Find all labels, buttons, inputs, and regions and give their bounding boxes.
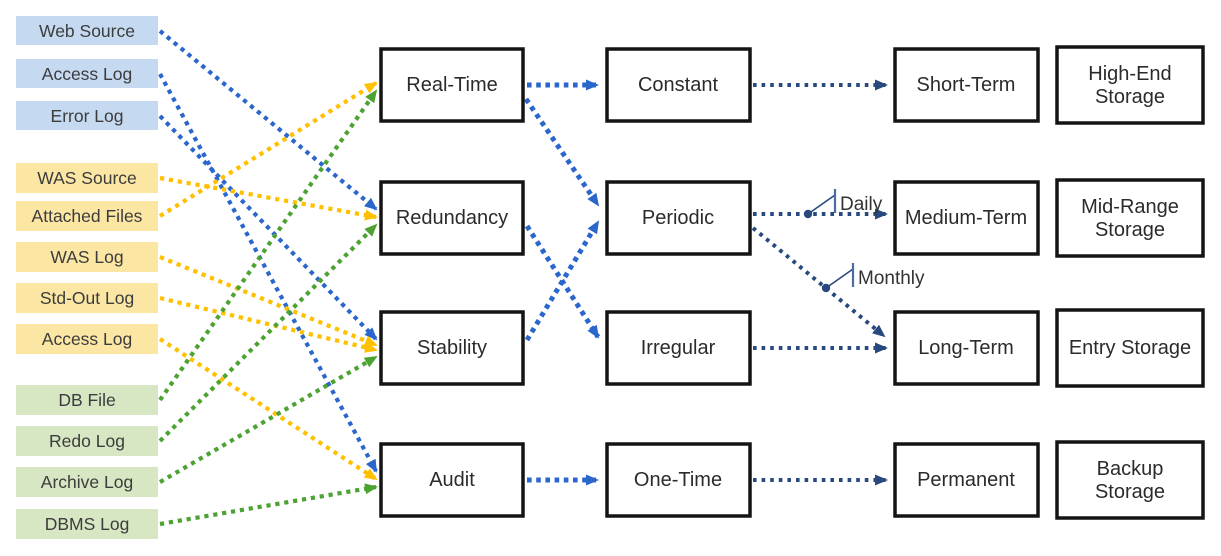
box-label-entry-storage: Entry Storage [1069, 337, 1191, 359]
frequency-boxes: Constant Periodic Irregular One-Time [605, 47, 752, 518]
edge-was-log-to-stability [159, 255, 378, 347]
box-redundancy [379, 180, 525, 256]
box-label-constant: Constant [638, 74, 718, 96]
source-chip [16, 509, 158, 539]
source-label-access-log-was: Access Log [42, 329, 132, 349]
box-irregular [605, 310, 752, 386]
source-chip [16, 426, 158, 456]
edge-was-source-to-redundancy [159, 175, 378, 221]
edge-std-out-log-to-stability [159, 295, 378, 353]
box-label-backup-storage-line2: Storage [1095, 481, 1165, 503]
edge-periodic-to-long-term [751, 226, 886, 338]
category-boxes: Real-Time Redundancy Stability Audit [379, 47, 525, 518]
daily-leader-line [807, 194, 836, 215]
box-one-time [605, 442, 752, 518]
box-constant [605, 47, 752, 123]
box-label-high-end-storage-line2: Storage [1095, 86, 1165, 108]
box-label-backup-storage-line1: Backup [1097, 458, 1164, 480]
category-to-frequency-edges [523, 79, 601, 486]
source-label-access-log-web: Access Log [42, 64, 132, 84]
box-label-permanent: Permanent [917, 469, 1015, 491]
box-label-long-term: Long-Term [918, 337, 1014, 359]
box-label-irregular: Irregular [641, 337, 716, 359]
box-label-stability: Stability [417, 337, 487, 359]
box-label-redundancy: Redundancy [396, 207, 508, 229]
source-chip [16, 467, 158, 497]
box-label-mid-range-storage-line1: Mid-Range [1081, 196, 1179, 218]
box-medium-term [893, 180, 1040, 256]
box-short-term [893, 47, 1040, 123]
box-entry-storage [1055, 308, 1205, 388]
source-chip [16, 163, 158, 193]
source-label-db-file: DB File [58, 390, 115, 410]
box-label-mid-range-storage-line2: Storage [1095, 219, 1165, 241]
source-group-was: WAS Source Attached Files WAS Log Std-Ou… [16, 163, 158, 354]
source-label-dbms-log: DBMS Log [45, 514, 130, 534]
edge-redo-log-to-redundancy [158, 223, 378, 443]
source-chip [16, 59, 158, 88]
source-label-error-log: Error Log [51, 106, 124, 126]
box-permanent [893, 442, 1040, 518]
box-label-one-time: One-Time [634, 469, 722, 491]
source-label-was-source: WAS Source [37, 168, 137, 188]
source-chip [16, 385, 158, 415]
source-chip [16, 324, 158, 354]
edge-web-source-to-redundancy [158, 29, 378, 211]
edge-access-log-was-to-audit [158, 337, 378, 481]
box-label-audit: Audit [429, 469, 475, 491]
box-label-high-end-storage-line1: High-End [1088, 63, 1171, 85]
retention-boxes: Short-Term Medium-Term Long-Term Permane… [893, 47, 1040, 518]
daily-callout: Daily [803, 189, 883, 219]
box-stability [379, 310, 525, 386]
box-audit [379, 442, 525, 518]
edge-dbms-log-to-audit [159, 483, 378, 527]
daily-label: Daily [840, 194, 883, 215]
edge-real-time-to-periodic [523, 97, 601, 207]
source-chip [16, 16, 158, 45]
box-long-term [893, 310, 1040, 386]
box-high-end-storage [1055, 45, 1205, 125]
edge-archive-log-to-stability [158, 355, 378, 484]
source-group-web: Web Source Access Log Error Log [16, 16, 158, 130]
source-label-was-log: WAS Log [50, 247, 123, 267]
box-label-real-time: Real-Time [406, 74, 498, 96]
source-to-category-edges [158, 29, 378, 527]
monthly-label: Monthly [858, 268, 925, 289]
edge-error-log-to-stability [158, 114, 378, 341]
box-real-time [379, 47, 525, 123]
source-chip [16, 101, 158, 130]
source-label-redo-log: Redo Log [49, 431, 125, 451]
source-group-db: DB File Redo Log Archive Log DBMS Log [16, 385, 158, 539]
source-label-attached-files: Attached Files [32, 206, 143, 226]
source-label-std-out-log: Std-Out Log [40, 288, 134, 308]
monthly-leader-line [825, 268, 854, 289]
source-chip [16, 283, 158, 313]
source-label-archive-log: Archive Log [41, 472, 133, 492]
edge-redundancy-to-irregular [524, 224, 601, 339]
box-mid-range-storage [1055, 178, 1205, 258]
edge-access-log-web-to-audit [158, 72, 378, 473]
box-periodic [605, 180, 752, 256]
box-label-medium-term: Medium-Term [905, 207, 1027, 229]
box-label-short-term: Short-Term [917, 74, 1016, 96]
monthly-callout: Monthly [821, 263, 925, 293]
edge-db-file-to-real-time [158, 89, 378, 402]
box-backup-storage [1055, 440, 1205, 520]
source-chip [16, 242, 158, 272]
source-chip [16, 201, 158, 231]
edge-attached-files-to-real-time [158, 81, 378, 218]
box-label-periodic: Periodic [642, 207, 714, 229]
storage-boxes: High-End Storage Mid-Range Storage Entry… [1055, 45, 1205, 520]
source-label-web-source: Web Source [39, 21, 135, 41]
frequency-to-retention-edges [751, 79, 888, 486]
